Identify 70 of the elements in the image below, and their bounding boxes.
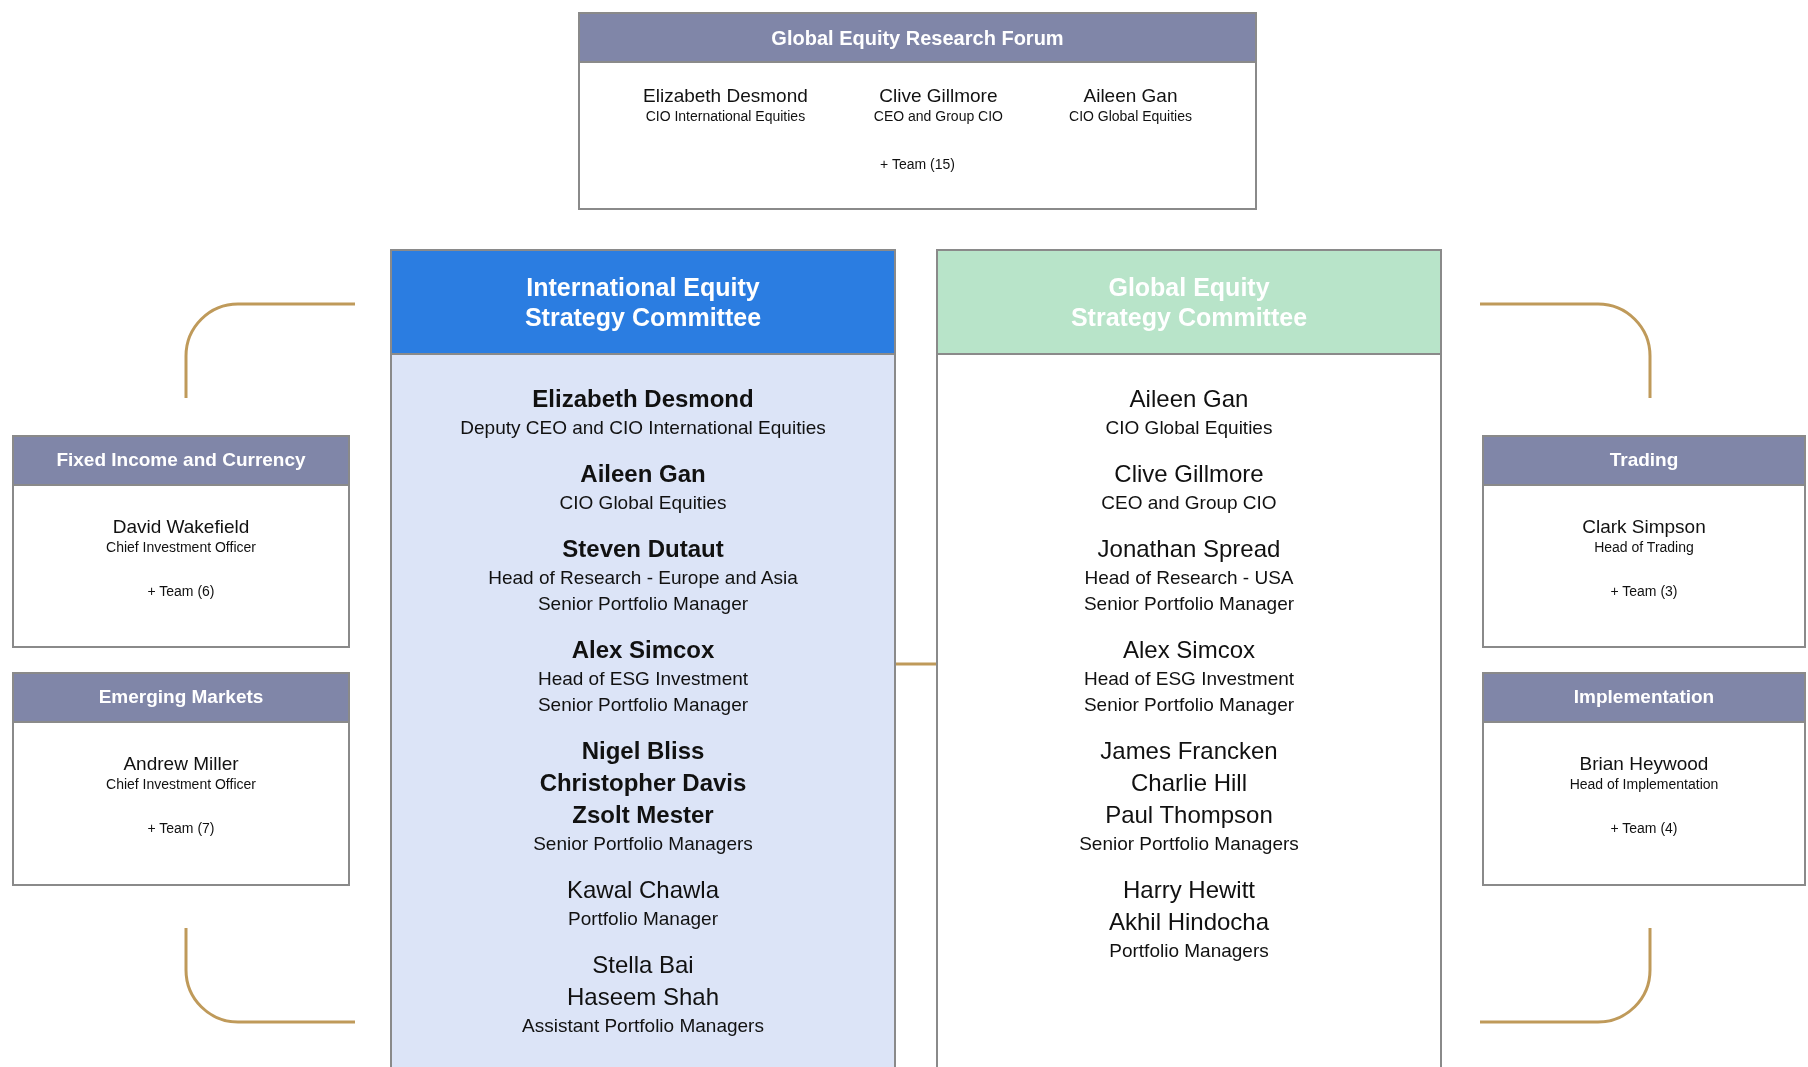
person-name: Charlie Hill <box>1130 768 1247 798</box>
person-name: Alex Simcox <box>571 635 715 665</box>
job-title: Senior Portfolio Managers <box>533 832 753 856</box>
team-count: + Team (3) <box>1610 582 1678 600</box>
panel-heading: Emerging Markets <box>14 674 348 723</box>
person-name: Clark Simpson <box>1582 516 1706 538</box>
job-title: Head of ESG Investment <box>537 667 749 691</box>
person-name: James Francken <box>1100 736 1278 766</box>
team-panel <box>1482 672 1806 886</box>
person-name: Aileen Gan <box>580 459 706 489</box>
person-name: Elizabeth Desmond <box>643 85 808 107</box>
person-name: David Wakefield <box>112 516 250 538</box>
team-panel <box>12 672 350 886</box>
job-title: Assistant Portfolio Managers <box>522 1014 764 1038</box>
job-title: CIO Global Equities <box>559 491 727 515</box>
person-name: Aileen Gan <box>1129 384 1249 414</box>
person-name: Christopher Davis <box>539 768 747 798</box>
person-name: Zsolt Mester <box>572 800 714 830</box>
job-title: CEO and Group CIO <box>1101 491 1277 515</box>
person-name: Brian Heywood <box>1579 753 1709 775</box>
panel-heading: Trading <box>1484 437 1804 486</box>
job-title: Senior Portfolio Manager <box>537 592 749 616</box>
panel-heading: Global Equity Strategy Committee <box>938 251 1440 355</box>
job-title: CIO Global Equities <box>1069 107 1192 125</box>
job-title: CIO International Equities <box>645 107 806 125</box>
team-panel <box>1482 435 1806 648</box>
job-title: Portfolio Manager <box>568 907 718 931</box>
person-name: Alex Simcox <box>1122 635 1255 665</box>
person-name: Akhil Hindocha <box>1108 907 1270 937</box>
team-count: + Team (4) <box>1610 819 1678 837</box>
job-title: CEO and Group CIO <box>873 107 1003 125</box>
person-name: Nigel Bliss <box>581 736 705 766</box>
team-count: + Team (6) <box>147 582 215 600</box>
person-name: Jonathan Spread <box>1097 534 1281 564</box>
panel-heading: Implementation <box>1484 674 1804 723</box>
person-name: Clive Gillmore <box>879 85 998 107</box>
job-title: Chief Investment Officer <box>106 538 256 556</box>
job-title: Senior Portfolio Managers <box>1079 832 1299 856</box>
person-name: Paul Thompson <box>1105 800 1273 830</box>
job-title: Head of Implementation <box>1569 775 1719 793</box>
connector-line <box>896 662 936 666</box>
job-title: Chief Investment Officer <box>106 775 256 793</box>
job-title: Senior Portfolio Manager <box>1083 592 1295 616</box>
person-name: Haseem Shah <box>566 982 720 1012</box>
panel-heading: Fixed Income and Currency <box>14 437 348 486</box>
job-title: CIO Global Equities <box>1105 416 1273 440</box>
committee-panel <box>390 249 896 1067</box>
team-count: + Team (15) <box>880 155 955 173</box>
committee-panel <box>936 249 1442 1067</box>
panel-heading: International Equity Strategy Committee <box>392 251 894 355</box>
person-name: Stella Bai <box>592 950 694 980</box>
person-name: Aileen Gan <box>1083 85 1178 107</box>
job-title: Head of Research - USA <box>1084 566 1294 590</box>
person-name: Kawal Chawla <box>566 875 720 905</box>
person-name: Elizabeth Desmond <box>532 384 754 414</box>
team-panel <box>578 12 1257 210</box>
team-panel <box>12 435 350 648</box>
job-title: Head of Trading <box>1594 538 1694 556</box>
job-title: Senior Portfolio Manager <box>537 693 749 717</box>
job-title: Portfolio Managers <box>1109 939 1269 963</box>
person-name: Andrew Miller <box>123 753 239 775</box>
panel-heading: Global Equity Research Forum <box>580 14 1255 63</box>
job-title: Deputy CEO and CIO International Equities <box>460 416 826 440</box>
person-name: Harry Hewitt <box>1123 875 1255 905</box>
team-count: + Team (7) <box>147 819 215 837</box>
job-title: Senior Portfolio Manager <box>1083 693 1295 717</box>
job-title: Head of ESG Investment <box>1083 667 1295 691</box>
person-name: Steven Dutaut <box>562 534 724 564</box>
job-title: Head of Research - Europe and Asia <box>488 566 798 590</box>
person-name: Clive Gillmore <box>1114 459 1264 489</box>
